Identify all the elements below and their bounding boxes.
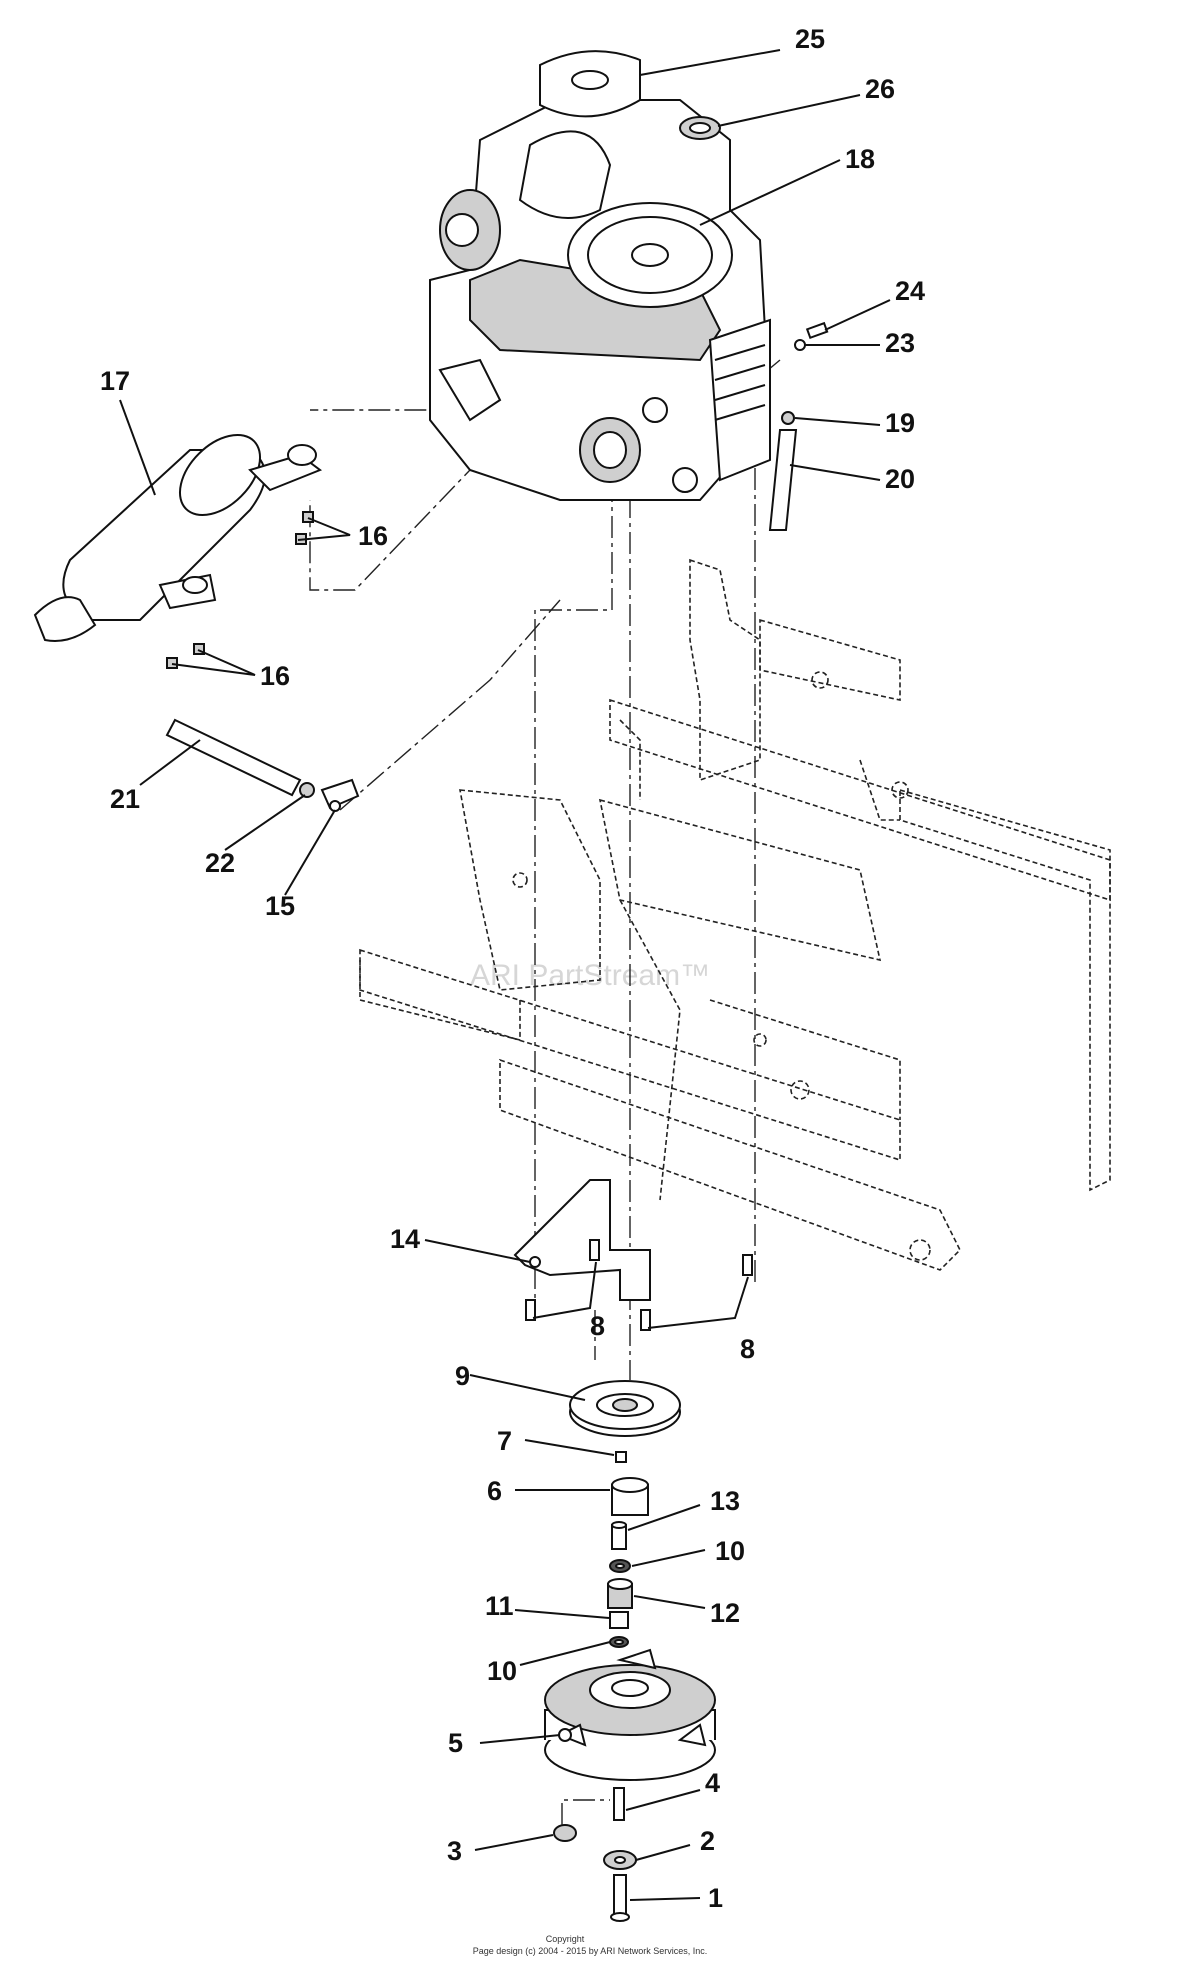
callout-3: 3	[447, 1836, 462, 1866]
fuel-line-part-21	[165, 718, 302, 797]
footer-copyright: Copyright	[546, 1934, 585, 1944]
callout-11: 11	[485, 1591, 514, 1621]
bolt-part-1	[610, 1874, 630, 1922]
washer-part-10-upper	[609, 1559, 631, 1573]
callout-21: 21	[110, 784, 140, 814]
key-part-7	[615, 1451, 627, 1463]
callout-24: 24	[895, 276, 925, 306]
callout-4: 4	[705, 1768, 720, 1798]
callout-6: 6	[487, 1476, 502, 1506]
washer-part-10-lower	[609, 1636, 629, 1648]
pin-part-4	[613, 1787, 625, 1821]
callout-5: 5	[448, 1728, 463, 1758]
callout-8-right: 8	[740, 1334, 755, 1364]
bolt-part-13	[611, 1521, 627, 1550]
callout-1: 1	[708, 1883, 723, 1913]
spacer-part-6	[611, 1477, 649, 1516]
callout-18: 18	[845, 144, 875, 174]
bolt-part-24	[805, 321, 829, 340]
watermark: ARI PartStream™	[470, 959, 710, 992]
callout-16-upper: 16	[358, 521, 388, 551]
callout-2: 2	[700, 1826, 715, 1856]
callout-16-lower: 16	[260, 661, 290, 691]
bolts-part-8-left	[525, 1239, 600, 1321]
spacer-part-12	[607, 1578, 633, 1609]
pulley-part-9	[569, 1380, 681, 1437]
callout-8-left: 8	[590, 1311, 605, 1341]
callouts: 25 26 18 24 23 19 20 17 16 16 21 22 15 1…	[100, 24, 925, 1913]
callout-14: 14	[390, 1224, 420, 1254]
nut-part-3	[553, 1824, 577, 1842]
footer-page-design: Page design (c) 2004 - 2015 by ARI Netwo…	[473, 1946, 708, 1956]
callout-20: 20	[885, 464, 915, 494]
callout-26: 26	[865, 74, 895, 104]
clamp-part-22	[299, 782, 315, 798]
callout-13: 13	[710, 1486, 740, 1516]
washer-part-23	[794, 339, 806, 351]
callout-15: 15	[265, 891, 295, 921]
clutch-part-5	[544, 1648, 716, 1781]
bolts-part-8-right	[640, 1254, 753, 1331]
callout-10-lower: 10	[487, 1656, 517, 1686]
callout-12: 12	[710, 1598, 740, 1628]
callout-19: 19	[885, 408, 915, 438]
muffler	[33, 433, 323, 642]
bushing-part-11	[609, 1611, 629, 1629]
engine	[429, 50, 772, 501]
hose-part-20	[768, 429, 798, 531]
callout-9: 9	[455, 1361, 470, 1391]
callout-10-upper: 10	[715, 1536, 745, 1566]
callout-23: 23	[885, 328, 915, 358]
nuts-part-16-lower	[166, 643, 205, 669]
callout-17: 17	[100, 366, 130, 396]
chassis-frame	[359, 558, 1111, 1271]
fitting-part-15	[320, 778, 360, 812]
leader-lines	[119, 49, 891, 1901]
clamp-part-26	[679, 116, 721, 140]
clamp-part-19	[781, 411, 795, 425]
alignment-lines	[309, 359, 781, 1380]
washer-part-2	[603, 1850, 637, 1870]
callout-22: 22	[205, 848, 235, 878]
callout-7: 7	[497, 1426, 512, 1456]
callout-25: 25	[795, 24, 825, 54]
